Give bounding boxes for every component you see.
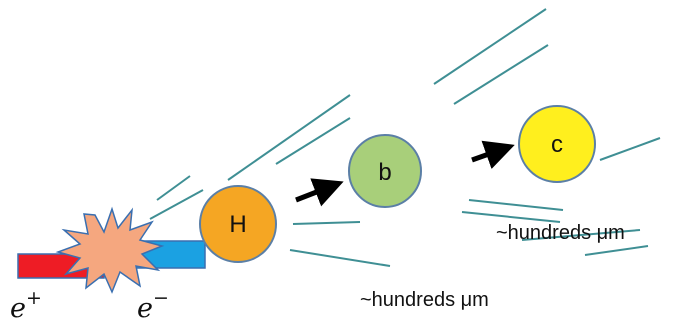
starburst-collision-icon bbox=[55, 206, 165, 294]
particle-tracks bbox=[149, 8, 661, 267]
track-line bbox=[584, 245, 649, 256]
track-line bbox=[461, 211, 561, 223]
track-line bbox=[149, 189, 204, 220]
track-line bbox=[599, 137, 661, 161]
higgs-label: H bbox=[229, 211, 246, 238]
electron-label: e− bbox=[137, 287, 169, 324]
bottom-particle: b bbox=[348, 134, 422, 208]
decay-arrow-h-to-b bbox=[295, 178, 344, 207]
track-line bbox=[156, 175, 191, 201]
decay-distance-label-lower: ~hundreds μm bbox=[360, 289, 489, 311]
positron-label: e+ bbox=[10, 287, 42, 324]
bottom-quark-circle bbox=[348, 134, 422, 208]
higgs-particle: H bbox=[199, 185, 277, 263]
charm-quark-circle bbox=[518, 105, 596, 183]
higgs-circle bbox=[199, 185, 277, 263]
decay-distance-label-upper: ~hundreds μm bbox=[496, 222, 625, 244]
track-line bbox=[521, 229, 641, 241]
track-line bbox=[292, 221, 361, 225]
bottom-quark-label: b bbox=[378, 159, 391, 186]
track-line bbox=[468, 199, 564, 211]
track-line bbox=[275, 117, 351, 165]
charm-particle: c bbox=[518, 105, 596, 183]
decay-arrow-b-to-c bbox=[471, 140, 515, 169]
track-line bbox=[289, 249, 391, 267]
track-line bbox=[453, 44, 549, 105]
track-line bbox=[433, 8, 547, 85]
charm-quark-label: c bbox=[551, 131, 563, 158]
track-line bbox=[227, 94, 351, 181]
